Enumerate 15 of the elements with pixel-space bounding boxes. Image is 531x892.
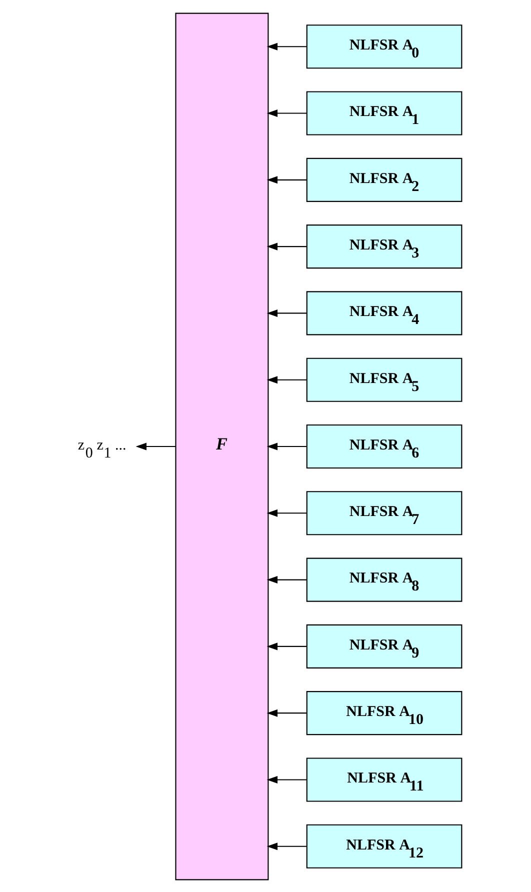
arrow <box>266 508 306 516</box>
arrow <box>266 376 306 384</box>
arrow <box>266 42 306 50</box>
arrow <box>266 775 306 783</box>
node-box: F <box>175 12 269 880</box>
arrow <box>266 176 306 184</box>
arrow <box>266 642 306 650</box>
arrow <box>266 308 306 316</box>
arrow <box>266 242 306 250</box>
arrow <box>266 576 306 584</box>
arrow <box>266 842 306 850</box>
arrow <box>266 109 306 117</box>
arrow <box>266 442 306 450</box>
arrow <box>136 442 176 450</box>
arrow <box>266 708 306 716</box>
